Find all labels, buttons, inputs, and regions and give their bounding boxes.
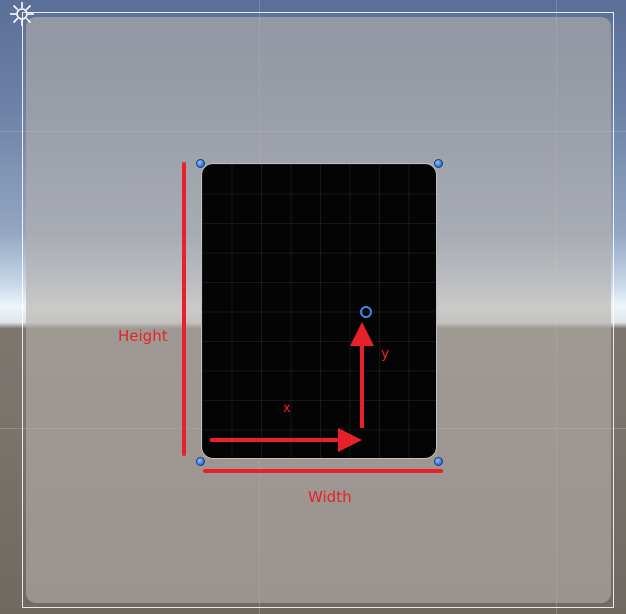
width-label: Width	[308, 488, 352, 506]
sun-icon	[10, 2, 34, 26]
panel-grid	[202, 164, 436, 458]
handle-bottom-right[interactable]	[434, 457, 443, 466]
height-label: Height	[118, 327, 168, 345]
x-label: x	[283, 401, 291, 416]
handle-top-right[interactable]	[434, 159, 443, 168]
y-label: y	[381, 346, 390, 362]
canvas-bounds	[22, 12, 614, 608]
pivot-ring[interactable]	[360, 306, 372, 318]
handle-top-left[interactable]	[196, 159, 205, 168]
handle-bottom-left[interactable]	[196, 457, 205, 466]
image-panel[interactable]	[201, 163, 437, 459]
